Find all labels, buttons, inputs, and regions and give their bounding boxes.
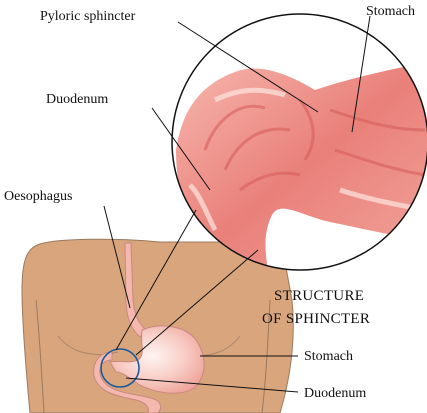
label-pyloric-sphincter: Pyloric sphincter: [40, 9, 136, 24]
label-stomach-body: Stomach: [304, 349, 353, 364]
caption-line-1: STRUCTURE: [274, 288, 364, 304]
label-oesophagus: Oesophagus: [4, 189, 72, 204]
label-duodenum-zoom: Duodenum: [46, 92, 108, 107]
magnified-view: [170, 12, 427, 272]
label-stomach-zoom: Stomach: [366, 4, 415, 19]
caption-line-2: OF SPHINCTER: [262, 311, 370, 327]
label-duodenum-body: Duodenum: [304, 386, 366, 401]
